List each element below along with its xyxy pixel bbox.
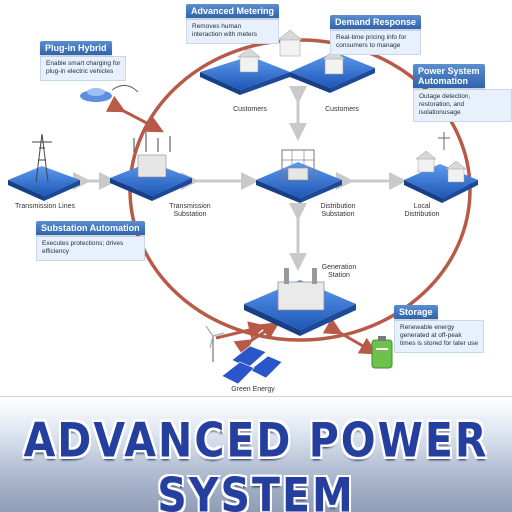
label-distribution-substation: Distribution Substation (320, 203, 356, 218)
callout-body: Renewable energy generated at off-peak t… (394, 320, 485, 353)
callout-body: Outage detection, restoration, and isola… (413, 89, 512, 122)
callout-power-system-automation: Power System Automation Outage detection… (413, 64, 512, 122)
callout-body: Executes protections; drives efficiency (36, 236, 145, 261)
label-green-energy: Green Energy (231, 386, 275, 393)
power-system-diagram (8, 29, 478, 385)
callout-title: Demand Response (330, 15, 422, 29)
generation-station-platform (244, 268, 356, 336)
callout-body: Real-time pricing info for consumers to … (330, 30, 422, 55)
label-transmission-substation: Transmission Substation (169, 203, 211, 218)
customers-platform-right (277, 29, 375, 93)
callout-body: Enable smart charging for plug-in electr… (40, 56, 127, 81)
callout-plug-in-hybrid: Plug-in Hybrid Enable smart charging for… (40, 38, 127, 81)
battery-icon (371, 336, 393, 369)
transmission-lines-platform (8, 133, 80, 201)
banner-title: ADVANCED POWER SYSTEM (23, 412, 489, 512)
solar-panels-icon (221, 345, 283, 385)
callout-title: Storage (394, 305, 438, 319)
flow-arrows (73, 86, 407, 271)
title-banner (0, 396, 512, 512)
callout-title: Substation Automation (36, 221, 145, 235)
callout-title: Advanced Metering (186, 4, 280, 18)
callout-title: Plug-in Hybrid (40, 41, 112, 55)
callout-storage: Storage Renewable energy generated at of… (394, 302, 485, 353)
transmission-substation-platform (110, 132, 192, 201)
local-distribution-platform (404, 132, 478, 203)
callout-advanced-metering: Advanced Metering Removes human interact… (186, 1, 280, 44)
label-customers-left: Customers (233, 106, 267, 113)
callout-body: Removes human interaction with meters (186, 19, 280, 44)
customers-platform-left (200, 47, 290, 95)
label-local-distribution: Local Distribution (404, 203, 440, 218)
label-customers-right: Customers (325, 106, 359, 113)
wind-turbine-icon (205, 325, 225, 362)
distribution-substation-platform (256, 149, 342, 203)
label-generation-station: Generation Station (321, 264, 357, 279)
callout-title: Power System Automation (413, 64, 485, 88)
label-transmission-lines: Transmission Lines (14, 203, 76, 210)
callout-demand-response: Demand Response Real-time pricing info f… (330, 12, 422, 55)
callout-substation-automation: Substation Automation Executes protectio… (36, 218, 145, 261)
red-arrows (105, 95, 378, 357)
electric-car-icon (80, 85, 139, 102)
